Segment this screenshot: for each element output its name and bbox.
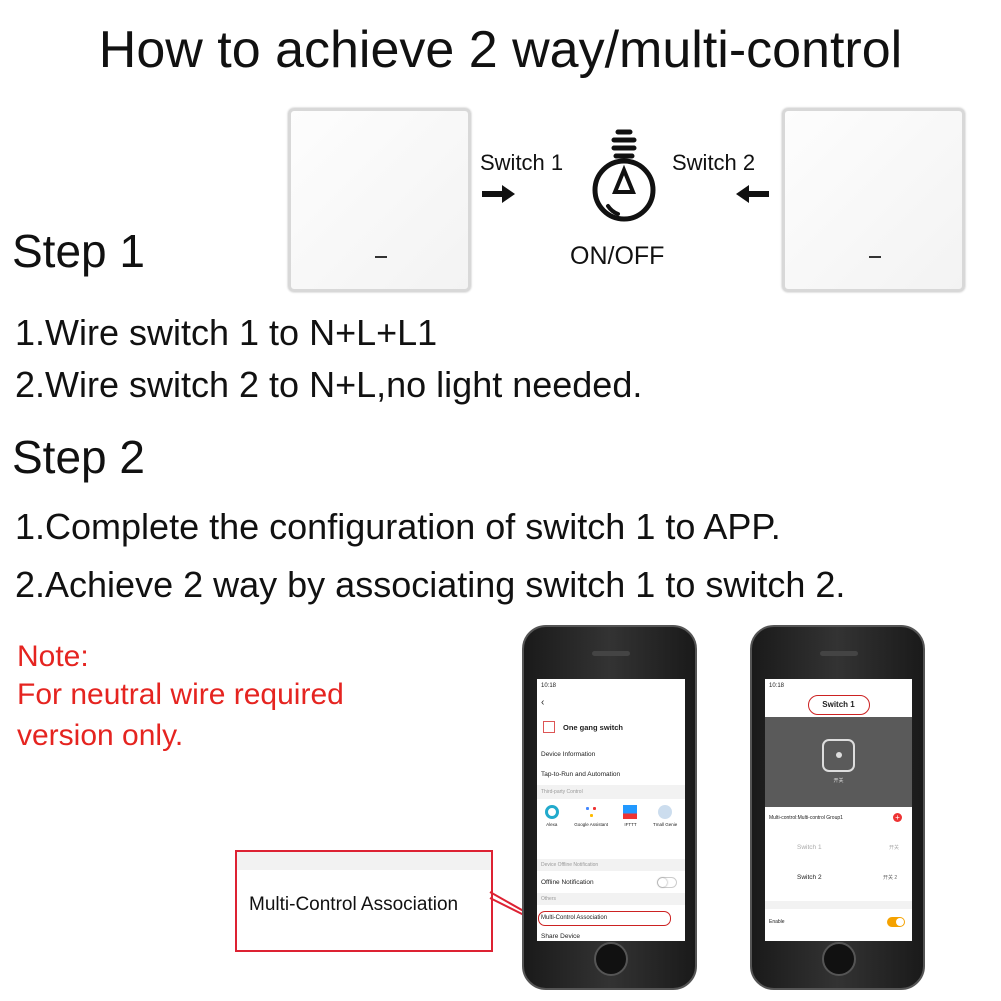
- arrow-left-icon: [736, 185, 769, 203]
- device-name[interactable]: One gang switch: [563, 723, 624, 732]
- section-offline: Device Offline Notification: [537, 859, 685, 871]
- speaker: [592, 651, 630, 656]
- callout-box: Multi-Control Association: [235, 850, 493, 952]
- switch-caption: 开关: [833, 778, 844, 784]
- service-google[interactable]: Google Assistant: [574, 805, 608, 827]
- offline-toggle[interactable]: [657, 877, 677, 888]
- step2-line-2: 2.Achieve 2 way by associating switch 1 …: [15, 564, 846, 605]
- section-third-party: Third-party Control: [537, 785, 685, 799]
- switch1-label: Switch 1: [480, 150, 564, 175]
- switch-indicator: [375, 256, 387, 258]
- page-title: How to achieve 2 way/multi-control: [98, 21, 903, 79]
- switch-panel-1: [288, 108, 471, 292]
- step2-line-1: 1.Complete the configuration of switch 1…: [15, 506, 781, 547]
- highlight-ring: [538, 911, 671, 926]
- switch-button[interactable]: [822, 739, 855, 772]
- add-icon[interactable]: +: [893, 813, 902, 822]
- on-off-label: ON/OFF: [570, 242, 665, 270]
- offline-notification: Offline Notification: [541, 879, 594, 886]
- light-bulb-icon: [592, 129, 656, 222]
- menu-share-device[interactable]: Share Device: [541, 933, 581, 940]
- speaker: [820, 651, 858, 656]
- screen-title: Switch 1: [822, 700, 855, 709]
- note-line-2: version only.: [17, 719, 184, 752]
- switch-panel-2: [782, 108, 965, 292]
- back-icon[interactable]: ‹: [541, 697, 545, 708]
- step2-heading: Step 2: [12, 431, 145, 483]
- device-icon: [543, 721, 555, 733]
- service-ifttt[interactable]: IFTTT: [623, 805, 638, 827]
- service-label: IFTTT: [624, 822, 637, 827]
- highlight-ring: [808, 695, 870, 715]
- home-button[interactable]: [822, 942, 856, 976]
- phone2-screen: 10:18 Switch 1 开关 Multi-control:Multi-co…: [765, 679, 912, 941]
- arrow-right-icon: [482, 185, 515, 203]
- enable-label: Enable: [769, 919, 785, 925]
- section-others: Others: [537, 893, 685, 905]
- group-name[interactable]: Multi-control:Multi-control Group1: [769, 815, 843, 821]
- status-time: 10:18: [769, 683, 785, 689]
- member-channel: 开关 2: [883, 875, 898, 881]
- phone1-screen: 10:18 ‹ One gang switch Device Informati…: [537, 679, 685, 941]
- member-switch2[interactable]: Switch 2: [797, 874, 822, 881]
- service-tmall[interactable]: Tmall Genie: [653, 805, 677, 827]
- note-line-1: For neutral wire required: [17, 678, 344, 711]
- switch-preview: 开关: [765, 717, 912, 807]
- switch-indicator: [869, 256, 881, 258]
- phone-2: 10:18 Switch 1 开关 Multi-control:Multi-co…: [750, 625, 925, 990]
- status-time: 10:18: [541, 683, 557, 689]
- service-alexa[interactable]: Alexa: [544, 805, 559, 827]
- step1-line-2: 2.Wire switch 2 to N+L,no light needed.: [15, 364, 643, 405]
- step1-heading: Step 1: [12, 225, 145, 277]
- service-label: Alexa: [546, 822, 558, 827]
- member-channel: 开关: [889, 845, 900, 851]
- member-switch1[interactable]: Switch 1: [797, 844, 822, 851]
- menu-device-information[interactable]: Device Information: [541, 751, 596, 758]
- phone-1: 10:18 ‹ One gang switch Device Informati…: [522, 625, 697, 990]
- switch2-label: Switch 2: [672, 150, 756, 175]
- menu-multi-control[interactable]: Multi-Control Association: [541, 915, 608, 921]
- service-label: Tmall Genie: [652, 822, 678, 827]
- enable-toggle[interactable]: [887, 917, 905, 927]
- step1-line-1: 1.Wire switch 1 to N+L+L1: [15, 312, 438, 353]
- callout-label: Multi-Control Association: [249, 894, 459, 915]
- menu-tap-to-run[interactable]: Tap-to-Run and Automation: [541, 771, 621, 778]
- service-label: Google Assistant: [574, 822, 608, 827]
- note-heading: Note:: [17, 640, 89, 673]
- home-button[interactable]: [594, 942, 628, 976]
